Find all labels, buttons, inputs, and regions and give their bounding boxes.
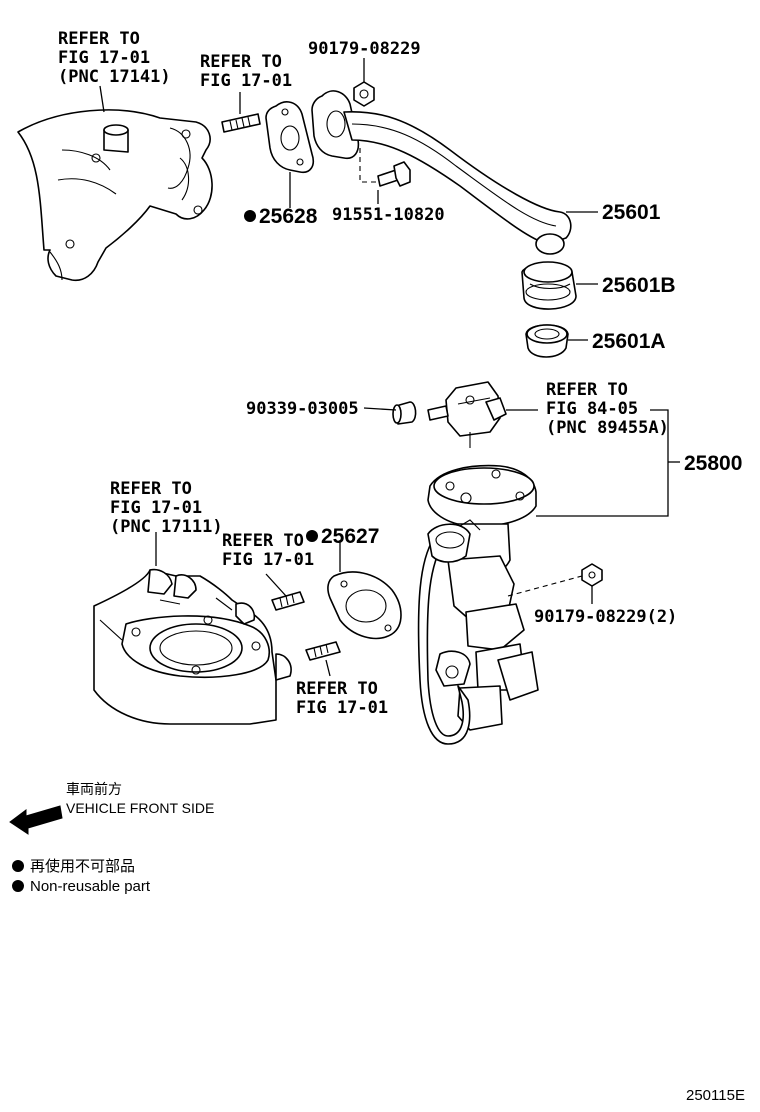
stud-mid [265,573,305,611]
refer-sensor-line3: (PNC 89455A) [546,418,669,438]
refer-manifold-bottom-line3: (PNC 17111) [110,517,223,537]
egr-pipe [311,90,572,255]
hose [392,401,417,425]
figure-code: 250115E [686,1087,745,1104]
nonreusable-en: Non-reusable part [30,878,151,895]
label-valve: 25800 [684,452,742,475]
stud-bottom [305,641,341,661]
label-gasket-bottom: 25627 [321,525,379,548]
nonreusable-jp: 再使用不可部品 [30,858,135,875]
refer-sensor-line1: REFER TO [546,380,628,400]
vacuum-sensor [427,381,507,448]
label-bolt: 91551-10820 [332,205,445,225]
refer-manifold-bottom-line1: REFER TO [110,479,192,499]
gasket-top [265,101,315,174]
leader-lines [99,58,680,677]
refer-stud-mid-line1: REFER TO [222,531,304,551]
front-side-en: VEHICLE FRONT SIDE [66,800,214,816]
gasket-bottom [327,571,402,640]
front-side-jp: 車両前方 [66,781,122,797]
refer-manifold-top-line3: (PNC 17141) [58,67,171,87]
pipe-connector-b [521,261,577,310]
stud-top [221,113,261,133]
non-reusable-dot-icon [12,860,24,872]
refer-stud-bottom-line2: FIG 17-01 [296,698,388,718]
refer-stud-bottom-line1: REFER TO [296,679,378,699]
refer-stud-top-line2: FIG 17-01 [200,71,292,91]
label-gasket-top: 25628 [259,205,318,228]
refer-manifold-top-line2: FIG 17-01 [58,48,150,68]
front-arrow-icon [9,805,63,835]
label-nut-top: 90179-08229 [308,39,421,59]
non-reusable-dot-icon [306,530,318,542]
refer-stud-mid-line2: FIG 17-01 [222,550,314,570]
label-hose: 90339-03005 [246,399,359,419]
exhaust-manifold-top [17,109,213,282]
label-pipe-b: 25601B [602,274,676,297]
non-reusable-dot-icon [12,880,24,892]
nut-top [353,81,375,107]
nut-bottom [507,563,603,597]
label-nut-bottom: 90179-08229(2) [534,607,677,627]
refer-sensor-line2: FIG 84-05 [546,399,638,419]
refer-manifold-bottom-line2: FIG 17-01 [110,498,202,518]
refer-stud-top-line1: REFER TO [200,52,282,72]
refer-manifold-top-line1: REFER TO [58,29,140,49]
non-reusable-dot-icon [244,210,256,222]
bolt [377,161,411,187]
pipe-connector-a [525,324,569,358]
egr-valve [417,464,539,745]
label-pipe-a: 25601A [592,330,666,353]
label-pipe: 25601 [602,201,661,224]
intake-manifold-bottom [93,568,292,725]
